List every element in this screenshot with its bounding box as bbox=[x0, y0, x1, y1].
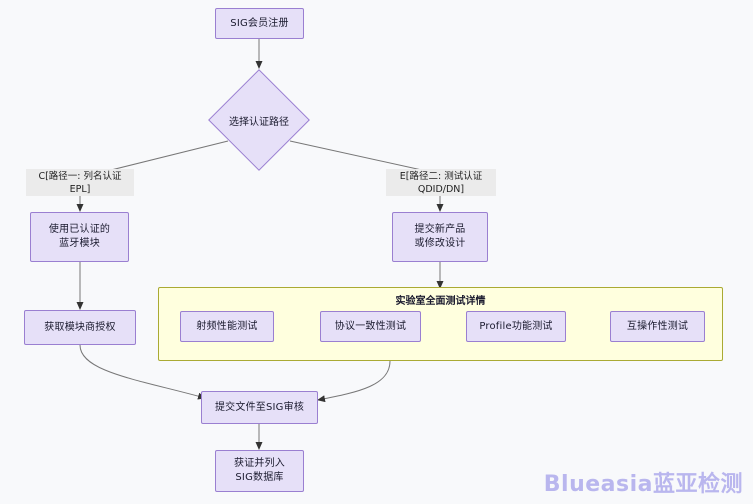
node-certified-listed-line1: 获证并列入 bbox=[234, 458, 285, 469]
node-certified-listed-line2: SIG数据库 bbox=[235, 472, 284, 483]
node-decision-label: 选择认证路径 bbox=[229, 116, 289, 128]
node-test-profile-function-label: Profile功能测试 bbox=[479, 320, 553, 332]
node-certified-listed[interactable]: 获证并列入 SIG数据库 bbox=[215, 450, 304, 492]
edge-label-path-b-line1: E[路径二: 测试认证 bbox=[399, 170, 483, 182]
node-test-rf-performance[interactable]: 射频性能测试 bbox=[180, 311, 274, 342]
edge-label-path-b-line2: QDID/DN] bbox=[417, 183, 465, 195]
node-submit-new-product-line1: 提交新产品 bbox=[414, 224, 466, 235]
node-get-module-vendor-auth-label: 获取模块商授权 bbox=[44, 321, 116, 333]
node-submit-docs-to-sig-label: 提交文件至SIG审核 bbox=[214, 401, 305, 413]
node-test-protocol-conformance-label: 协议一致性测试 bbox=[334, 320, 407, 332]
subgraph-title: 实验室全面测试详情 bbox=[395, 296, 486, 307]
node-get-module-vendor-auth[interactable]: 获取模块商授权 bbox=[24, 310, 136, 345]
node-test-protocol-conformance[interactable]: 协议一致性测试 bbox=[320, 311, 421, 342]
node-decision-choose-path[interactable]: 选择认证路径 bbox=[207, 68, 311, 172]
node-test-interoperability[interactable]: 互操作性测试 bbox=[610, 311, 705, 342]
node-use-certified-module-line2: 蓝牙模块 bbox=[59, 238, 100, 249]
node-submit-docs-to-sig[interactable]: 提交文件至SIG审核 bbox=[201, 391, 318, 424]
node-start-label: SIG会员注册 bbox=[230, 17, 289, 29]
edge-label-path-b: E[路径二: 测试认证 QDID/DN] bbox=[386, 169, 496, 196]
edge-label-path-a: C[路径一: 列名认证 EPL] bbox=[26, 169, 134, 196]
node-test-interoperability-label: 互操作性测试 bbox=[626, 320, 689, 332]
edge-label-path-a-line2: EPL] bbox=[69, 183, 91, 195]
node-test-rf-performance-label: 射频性能测试 bbox=[196, 320, 258, 332]
edge-label-path-a-line1: C[路径一: 列名认证 bbox=[38, 170, 122, 182]
node-test-profile-function[interactable]: Profile功能测试 bbox=[466, 311, 566, 342]
node-submit-new-product-line2: 或修改设计 bbox=[414, 238, 466, 249]
node-use-certified-module[interactable]: 使用已认证的 蓝牙模块 bbox=[30, 212, 129, 262]
edge-subgraph-to-submit bbox=[317, 360, 391, 403]
node-use-certified-module-line1: 使用已认证的 bbox=[48, 224, 111, 235]
node-start[interactable]: SIG会员注册 bbox=[215, 8, 304, 39]
node-submit-new-product[interactable]: 提交新产品 或修改设计 bbox=[392, 212, 488, 262]
watermark-blueasia: Blueasia蓝亚检测 bbox=[543, 472, 743, 497]
